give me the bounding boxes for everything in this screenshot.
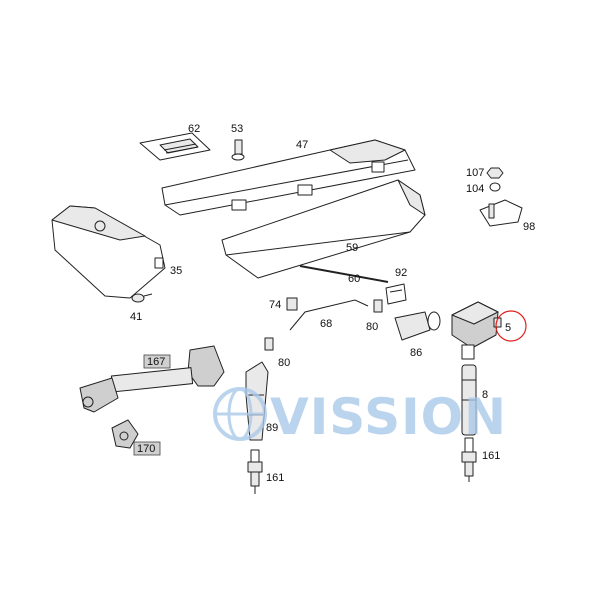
callout-107: 107 — [466, 167, 484, 179]
callout-74: 74 — [269, 299, 281, 311]
highlight-circle — [495, 310, 527, 342]
callout-53: 53 — [231, 123, 243, 135]
part-5-ignition-coil: 5 — [451, 301, 527, 360]
part-80-connector-left: 80 — [264, 337, 290, 369]
part-170-plug-boot: 170 — [111, 419, 161, 456]
callout-68: 68 — [320, 318, 332, 330]
part-47-upper-cover: 47 — [161, 139, 416, 216]
callout-60: 60 — [348, 273, 360, 285]
callout-35: 35 — [170, 265, 182, 277]
part-80-connector-right: 80 — [366, 299, 383, 333]
part-92-clip: 92 — [385, 267, 407, 305]
part-59-lower-cover: 59 — [221, 179, 426, 279]
callout-89: 89 — [266, 422, 278, 434]
callout-161-right: 161 — [482, 450, 500, 462]
callout-41: 41 — [130, 311, 142, 323]
callout-170: 170 — [137, 443, 155, 455]
part-8-plug-lead: 8 — [461, 364, 488, 436]
part-68-ignition-lead: 68 — [289, 299, 369, 331]
callout-86: 86 — [410, 347, 422, 359]
callout-47: 47 — [296, 139, 308, 151]
part-62-label-card: 62 — [139, 123, 211, 161]
part-161-spark-plug-left: 161 — [247, 449, 284, 494]
callout-92: 92 — [395, 267, 407, 279]
callout-80-right: 80 — [366, 321, 378, 333]
callout-98: 98 — [523, 221, 535, 233]
callout-104: 104 — [466, 183, 484, 195]
callout-161-left: 161 — [266, 472, 284, 484]
callout-5: 5 — [505, 322, 511, 334]
callout-80-left: 80 — [278, 357, 290, 369]
part-107-104-98-bracket: 107 104 98 — [466, 167, 535, 233]
callout-62: 62 — [188, 123, 200, 135]
callout-8: 8 — [482, 389, 488, 401]
callout-59: 59 — [346, 242, 358, 254]
callout-167: 167 — [147, 356, 165, 368]
part-74-grommet: 74 — [269, 297, 298, 311]
watermark-text: VISSION — [270, 388, 507, 446]
part-41-screw: 41 — [130, 293, 153, 323]
part-161-spark-plug-right: 161 — [461, 437, 500, 482]
watermark: VISSION — [213, 387, 507, 446]
callout-box-167 — [143, 354, 171, 369]
part-86-angled-plug: 86 — [394, 311, 441, 359]
callout-box-170 — [133, 441, 161, 456]
part-35-side-cover: 35 — [51, 205, 182, 299]
part-60-rod: 60 — [299, 265, 389, 285]
part-167-ignition-lead: 167 — [79, 345, 225, 413]
globe-logo-icon — [213, 387, 267, 441]
part-53-bolt: 53 — [231, 123, 245, 161]
